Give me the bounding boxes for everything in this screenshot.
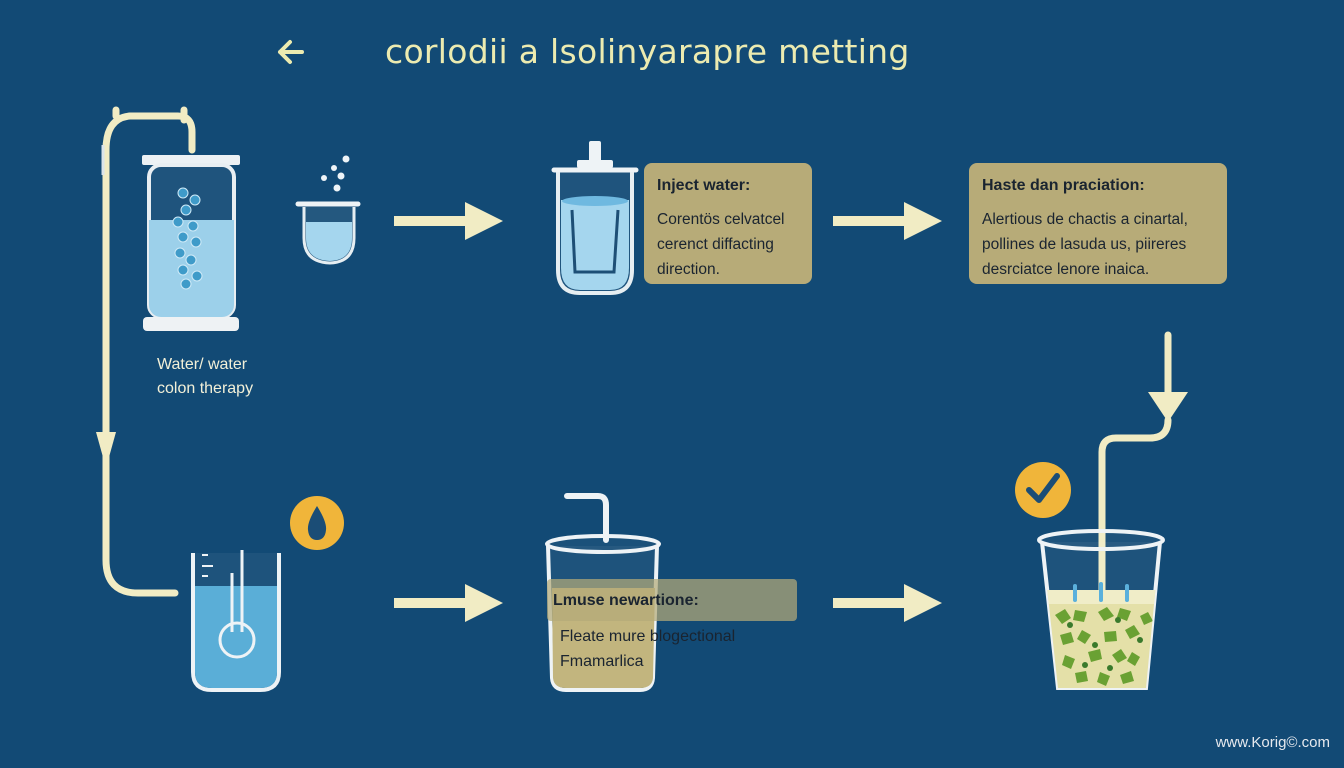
inject-card-heading: Inject water: <box>657 177 751 194</box>
checkmark-icon <box>1015 462 1071 518</box>
outlet-pipe <box>1098 331 1172 594</box>
lmuse-card-line: Fleate mure blogectional <box>560 628 736 645</box>
water-label-line: colon therapy <box>157 380 254 397</box>
haste-card-line: Alertious de chactis a cinartal, <box>982 211 1188 228</box>
haste-card-line: desrciatce lenore inaica. <box>982 261 1150 278</box>
haste-card-line: pollines de lasuda us, piireres <box>982 236 1187 253</box>
watermark: www.Korig©.com <box>1215 734 1330 751</box>
down-arrowhead <box>1148 392 1188 422</box>
water-label-line: Water/ water <box>157 356 248 373</box>
water-therapy-label: Water/ water colon therapy <box>157 353 253 401</box>
haste-card-heading: Haste dan praciation: <box>982 177 1145 194</box>
haste-praciation-card: Haste dan praciation: Alertious de chact… <box>969 163 1227 284</box>
flow-arrow-icon <box>833 584 942 622</box>
feed-pipe <box>102 106 196 597</box>
inject-water-card: Inject water: Corentös celvatcel cerenct… <box>644 163 812 284</box>
lmuse-card: Lmuse newartione: <box>547 579 797 621</box>
back-button[interactable] <box>270 30 314 74</box>
flow-arrow-icon <box>394 584 503 622</box>
colon-beaker <box>191 550 281 692</box>
back-arrow-icon <box>278 40 304 64</box>
inject-card-line: Corentös celvatcel <box>657 211 785 228</box>
water-drop-icon <box>290 496 344 550</box>
inject-card-line: cerenct diffacting <box>657 236 774 253</box>
lmuse-card-body: Fleate mure blogectional Fmamarlica <box>560 624 735 674</box>
reservoir-jar <box>142 155 240 331</box>
page-title: corlodii a lsolinyarapre metting <box>385 32 910 71</box>
lmuse-card-line: Fmamarlica <box>560 653 644 670</box>
flow-arrow-icon <box>394 202 503 240</box>
lmuse-card-heading: Lmuse newartione: <box>553 592 699 609</box>
inject-card-line: direction. <box>657 261 720 278</box>
down-arrowhead <box>96 432 116 468</box>
injection-beaker <box>551 141 639 295</box>
flow-arrow-icon <box>833 202 942 240</box>
small-bowl <box>295 155 361 265</box>
sediment-cup <box>1037 529 1165 690</box>
